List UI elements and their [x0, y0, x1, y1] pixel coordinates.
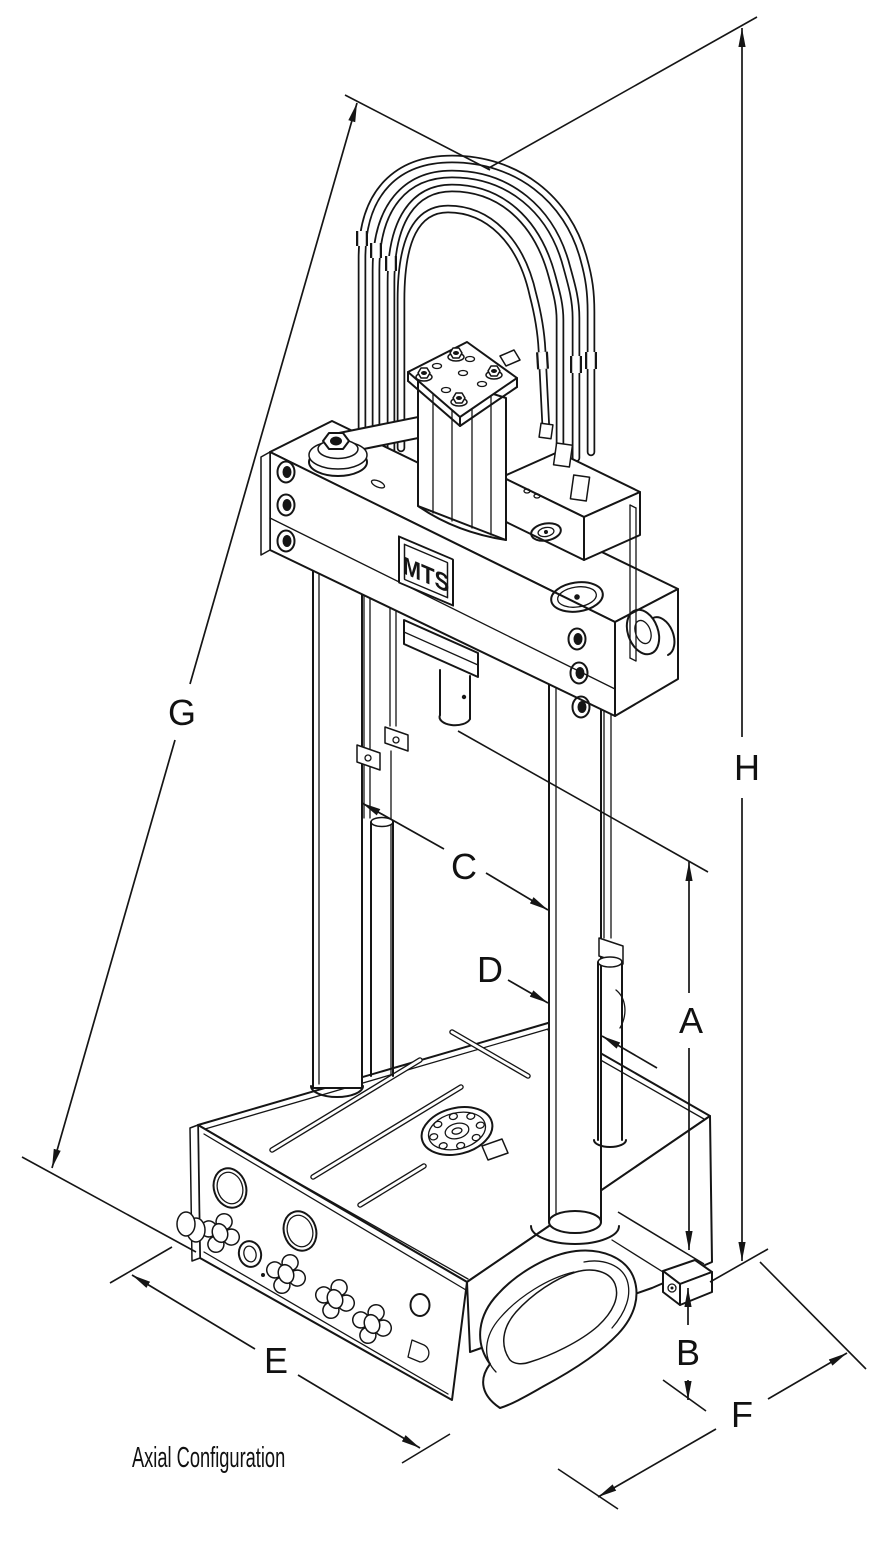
socket-screws-left: [276, 460, 296, 553]
column-recess: [530, 1225, 620, 1245]
front-foot-boot: [479, 1249, 638, 1409]
extension-lines: [21, 16, 867, 1510]
crosshead: MTS: [260, 420, 679, 719]
dimension-C: C: [361, 802, 549, 911]
dimension-label-c: C: [451, 846, 477, 887]
column-boss: [310, 1085, 364, 1098]
left-column: [312, 544, 363, 1089]
t-slots: [269, 1029, 531, 1208]
platen-flange: [420, 1106, 494, 1156]
mts-logo-plate: MTS: [398, 535, 454, 607]
clamp-knob: [265, 1253, 307, 1295]
dimension-A: A: [679, 862, 703, 1250]
actuator-top-plate: [407, 341, 521, 427]
piston-rod: [403, 619, 479, 727]
dimension-label-f: F: [731, 1394, 753, 1435]
dimension-E: E: [131, 1274, 421, 1449]
crosshead-end-bore: [625, 608, 661, 656]
dimension-H: H: [734, 28, 760, 1261]
figure-caption: Axial Configuration: [132, 1442, 285, 1474]
control-panel: [176, 1167, 431, 1363]
dimension-label-g: G: [168, 692, 196, 733]
dimension-label-b: B: [676, 1332, 700, 1373]
dimension-label-a: A: [679, 1000, 703, 1041]
hydraulic-hoses: [356, 154, 597, 463]
clamp-knob: [351, 1303, 393, 1345]
load-cell-button: [550, 581, 604, 613]
dimension-label-d: D: [477, 949, 503, 990]
clamp-knob: [314, 1278, 356, 1320]
dimension-B: B: [676, 1288, 700, 1400]
dimension-label-h: H: [734, 747, 760, 788]
plate-bolts: [415, 347, 503, 407]
right-lift-cylinder: [593, 705, 627, 1148]
right-column: [548, 659, 602, 1234]
end-cap-arc: [652, 616, 676, 656]
actuator: [407, 341, 521, 541]
dimension-D: D: [477, 949, 658, 1069]
left-lift-cylinder: [356, 555, 409, 1077]
dimension-F: F: [597, 1352, 848, 1498]
dimension-label-e: E: [264, 1340, 288, 1381]
dimension-G: G: [51, 102, 358, 1169]
service-manifold: [501, 422, 641, 662]
machine-base: [176, 1022, 713, 1401]
socket-screws-right: [567, 627, 591, 719]
